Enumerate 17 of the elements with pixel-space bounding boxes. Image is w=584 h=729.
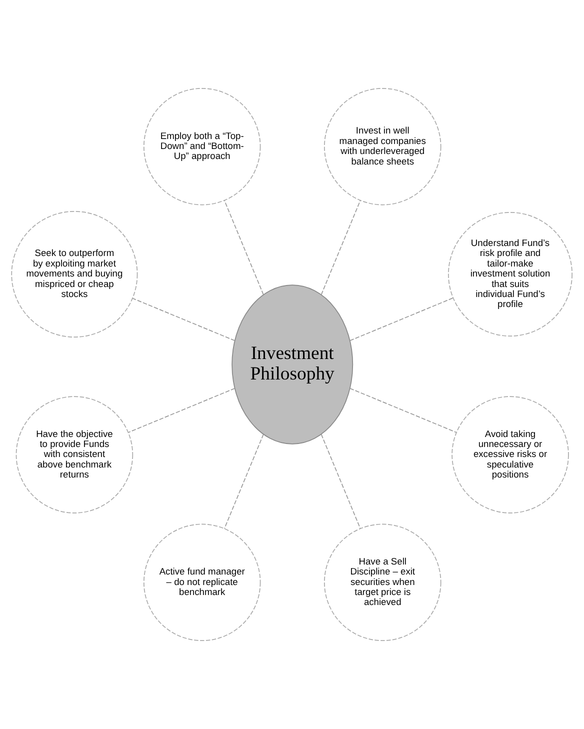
node-circle: Avoid taking unnecessary or excessive risks or speculative positions	[452, 396, 569, 514]
connector	[349, 298, 454, 342]
node-circle: Have a Sell Discipline – exit securities when target price is achieved	[324, 524, 442, 642]
connector	[224, 200, 264, 296]
connector	[320, 200, 361, 296]
node-circle: Employ both a “Top-Down” and “Bottom-Up” approach	[143, 88, 261, 206]
node-circle: Seek to outperform by exploiting market movements and buying mispriced or cheap stocks	[11, 210, 138, 338]
node-circle: Active fund manager – do not replicate benchmark	[143, 524, 261, 642]
node-circle: Understand Fund’s risk profile and tailor-make investment solution that suits individual Fund’s profile	[448, 212, 572, 336]
connector	[224, 434, 264, 529]
connector	[349, 388, 457, 433]
node-circle: Have the objective to provide Funds with consistent above benchmark returns	[16, 396, 134, 514]
connector	[132, 298, 236, 342]
node-circle: Invest in well managed companies with underleveraged balance sheets	[324, 88, 442, 206]
connector	[320, 434, 361, 529]
connector	[128, 388, 236, 433]
node-ellipse: Investment Philosophy	[232, 284, 354, 444]
